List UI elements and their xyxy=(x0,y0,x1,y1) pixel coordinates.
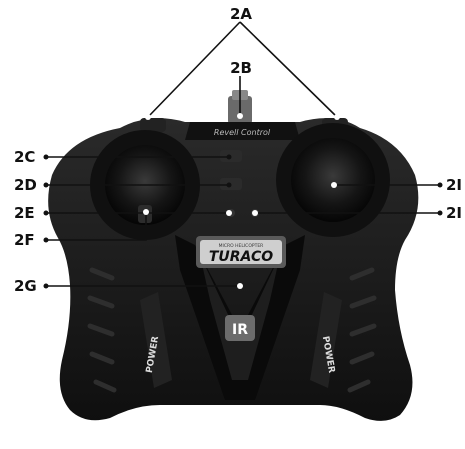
leader-2i-lower-end-dot xyxy=(437,210,443,216)
brand-strip xyxy=(185,122,300,140)
ir-label: IR xyxy=(232,322,248,338)
leader-2e-start-dot xyxy=(43,210,49,216)
leader-2i-upper-end-dot xyxy=(437,182,443,188)
left-power-switch[interactable] xyxy=(140,292,172,388)
callout-2f: 2F xyxy=(14,231,35,249)
leader-2b-dot xyxy=(237,113,243,119)
right-grip-ribs xyxy=(347,267,377,393)
leader-2c-end-dot xyxy=(226,154,232,160)
callout-2e: 2E xyxy=(14,204,35,222)
leader-2f xyxy=(46,213,147,241)
product-badge-plate xyxy=(200,240,282,264)
leader-2d-end-dot xyxy=(226,182,232,188)
leader-2g-start-dot xyxy=(43,283,49,289)
callout-2i-lower: 2I xyxy=(446,204,462,222)
callout-leaders xyxy=(43,21,443,289)
callout-2c: 2C xyxy=(14,148,35,166)
leader-2f-start-dot xyxy=(43,237,49,243)
right-power-switch[interactable] xyxy=(310,292,342,388)
leader-2g-end-dot xyxy=(237,283,243,289)
callout-2g: 2G xyxy=(14,277,37,295)
brand-label: Revell Control xyxy=(214,128,271,137)
leader-2a-right-dot xyxy=(334,114,340,120)
leader-2a-left-dot xyxy=(145,114,151,120)
left-shoulder-button[interactable] xyxy=(140,118,166,132)
leader-2d-start-dot xyxy=(43,182,49,188)
leader-2e-end-dot xyxy=(226,210,232,216)
leader-2c-start-dot xyxy=(43,154,49,160)
leader-2i-lower-start-dot xyxy=(252,210,258,216)
leader-2i-upper-start-dot xyxy=(331,182,337,188)
callout-labels: 2A 2B 2C 2D 2E 2F 2G 2I 2I xyxy=(14,5,462,295)
remote-body: Revell Control POWER POWER MICRO HE xyxy=(48,90,419,421)
leader-2a-right xyxy=(239,21,338,118)
left-grip-ribs xyxy=(87,267,117,393)
product-badge-small-label: MICRO HELICOPTER xyxy=(219,243,264,249)
callout-2i-upper: 2I xyxy=(446,176,462,194)
ir-window xyxy=(225,315,255,341)
center-channel-inner xyxy=(200,255,280,380)
callout-2b: 2B xyxy=(230,59,252,77)
product-badge-label: TURACO xyxy=(209,249,273,265)
callout-2d: 2D xyxy=(14,176,37,194)
leader-2f-end-dot xyxy=(143,209,149,215)
leader-2a-left xyxy=(147,21,241,118)
right-stick[interactable] xyxy=(291,138,375,222)
callout-2a: 2A xyxy=(230,5,252,23)
